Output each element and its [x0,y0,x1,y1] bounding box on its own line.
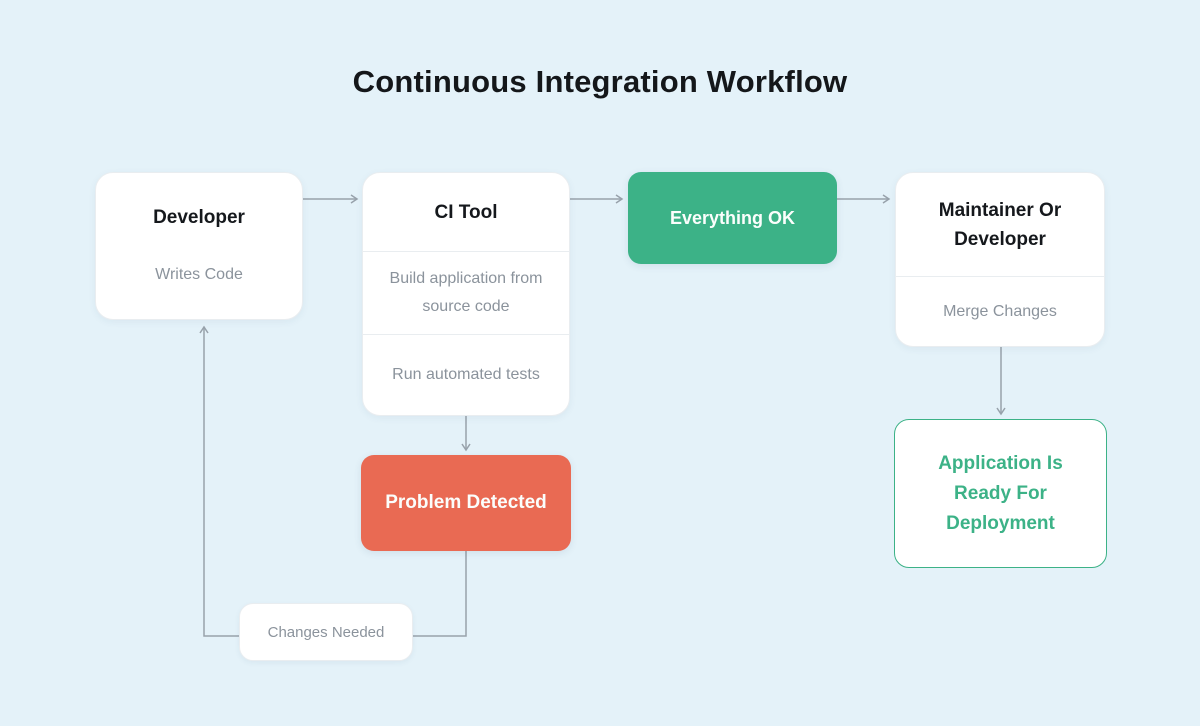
changes-needed-label: Changes Needed [267,623,385,641]
developer-subtitle: Writes Code [155,266,243,283]
node-changes-needed: Changes Needed [239,603,413,661]
everything-ok-label: Everything OK [669,207,796,228]
node-maintainer-or-developer: Maintainer Or Developer Merge Changes [895,172,1105,347]
node-application-ready: Application Is Ready For Deployment [894,419,1107,568]
page-title: Continuous Integration Workflow [352,64,848,99]
developer-title: Developer [153,206,245,228]
node-problem-detected: Problem Detected [361,455,571,551]
ci-tool-title: CI Tool [434,201,498,223]
ci-tool-step-build: Build application from source code [389,270,543,315]
ci-tool-step-test: Run automated tests [392,366,540,383]
problem-detected-label: Problem Detected [385,492,547,513]
node-everything-ok: Everything OK [628,172,837,264]
connector-changes-needed-to-developer [199,325,239,637]
maintainer-subtitle: Merge Changes [943,302,1057,320]
node-developer: Developer Writes Code [95,172,303,320]
node-ci-tool: CI Tool Build application from source co… [362,172,570,416]
maintainer-title: Maintainer Or Developer [938,199,1062,250]
application-ready-label: Application Is Ready For Deployment [938,452,1063,534]
connector-problem-to-changes-needed [413,551,467,637]
